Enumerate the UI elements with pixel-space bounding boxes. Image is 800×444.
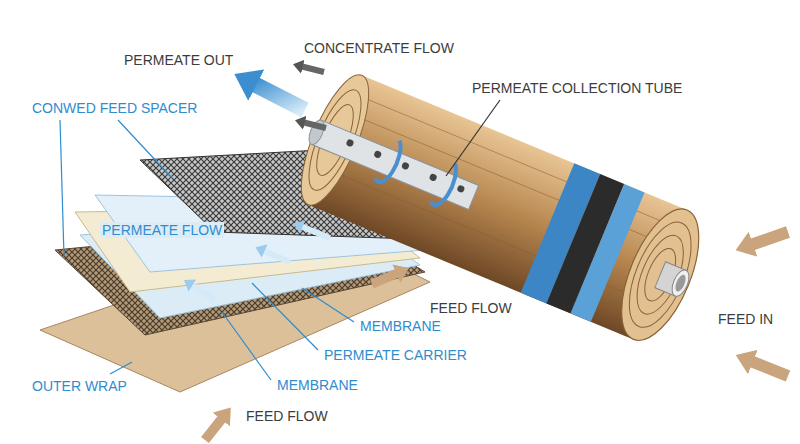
- part-label: PERMEATE OUT: [122, 52, 235, 68]
- part-label: PERMEATE COLLECTION TUBE: [470, 80, 684, 96]
- tube-bore: [673, 273, 687, 293]
- roll-ring: [628, 229, 693, 320]
- part-label: CONWED FEED SPACER: [30, 100, 199, 116]
- feed-arrow: [205, 416, 224, 440]
- leader-line: [110, 362, 132, 374]
- part-label: FEED FLOW: [428, 300, 514, 316]
- permeate-swirl-arrow: [430, 161, 461, 209]
- tube-hole: [429, 173, 438, 182]
- leader-line: [252, 283, 318, 350]
- roll-end-face: [606, 199, 715, 351]
- roll-ring: [617, 214, 704, 336]
- leader-line: [222, 312, 271, 380]
- part-label: PERMEATE FLOW: [100, 222, 224, 238]
- permeate-flow-arrow: [262, 250, 290, 262]
- part-label: OUTER WRAP: [30, 378, 129, 394]
- feed-arrow: [372, 272, 400, 284]
- permeate-swirl-arrow: [375, 138, 406, 186]
- part-label: CONCENTRATE FLOW: [302, 40, 456, 56]
- part-label: MEMBRANE: [358, 318, 443, 334]
- leader-line: [60, 120, 64, 256]
- part-label: FEED FLOW: [244, 408, 330, 424]
- tube-hole: [345, 138, 354, 147]
- tube-end: [669, 268, 693, 299]
- membrane-roll: [284, 65, 715, 350]
- part-label: MEMBRANE: [275, 377, 360, 393]
- feed-arrow: [748, 232, 788, 246]
- tube-hole: [456, 184, 465, 193]
- feed-arrow: [748, 360, 788, 376]
- leader-line: [446, 100, 500, 176]
- leader-line: [118, 120, 172, 178]
- part-label: FEED IN: [716, 311, 775, 327]
- permeate-out-arrow: [250, 82, 305, 110]
- permeate-flow-arrow: [190, 284, 215, 300]
- tube-hole: [401, 161, 410, 170]
- leader-line: [302, 288, 354, 322]
- tube-hole: [373, 150, 382, 159]
- concentrate-arrow: [302, 122, 326, 128]
- permeate-flow-arrow: [300, 226, 330, 238]
- concentrate-arrow: [300, 66, 324, 72]
- part-label: PERMEATE CARRIER: [322, 347, 469, 363]
